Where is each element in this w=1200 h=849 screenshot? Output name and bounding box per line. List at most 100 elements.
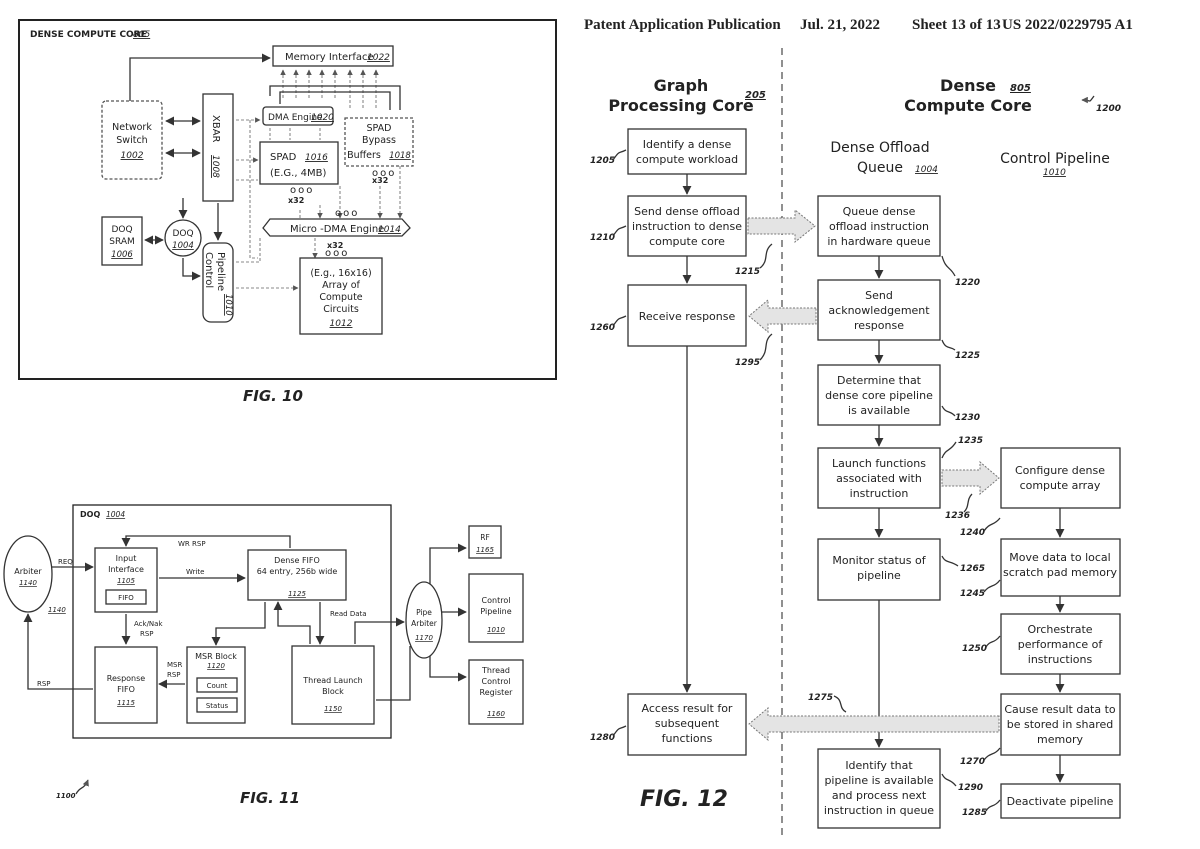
step-1280-line-1: Access result for: [642, 702, 733, 715]
pipe-arbiter-label-1: Pipe: [416, 608, 432, 617]
ref-1260: 1260: [590, 323, 615, 333]
step-1280-line-3: functions: [662, 732, 713, 745]
graph-core-heading-1: Graph: [654, 76, 709, 95]
spad-bypass-box: [344, 117, 414, 167]
xbar-box: [202, 93, 234, 202]
doq-frame-title: DOQ: [80, 510, 100, 519]
fig12-ref-number: 1200: [1096, 104, 1121, 114]
compute-array-label-4: Circuits: [323, 304, 359, 315]
memory-interface-box: [272, 45, 394, 67]
step-1210-line-3: compute core: [649, 235, 725, 248]
step-1250-line-2: performance of: [1018, 638, 1104, 651]
control-pipeline-heading: Control Pipeline: [1000, 151, 1110, 167]
step-1270-line-1: Cause result data to: [1004, 703, 1116, 716]
thread-control-register-label-1: Thread: [481, 666, 510, 675]
compute-array-label-1: (E.g., 16x16): [310, 268, 371, 279]
response-fifo-box: [94, 646, 158, 724]
page-header: Patent Application Publication Jul. 21, …: [584, 17, 1133, 33]
pipeline-control-label-2: Control: [203, 252, 214, 288]
step-1205-box: [627, 128, 747, 175]
doq-sram-label-1: DOQ: [111, 225, 132, 235]
rf-label: RF: [480, 533, 490, 542]
step-1225-line-1: Send: [865, 289, 893, 302]
doq-sram-label-2: SRAM: [109, 237, 135, 247]
step-1245-line-2: scratch pad memory: [1003, 566, 1118, 579]
step-1250-line-1: Orchestrate: [1027, 623, 1092, 636]
step-1270-line-3: memory: [1037, 733, 1083, 746]
dense-core-heading-2: Compute Core: [904, 96, 1032, 115]
step-1235-line-1: Launch functions: [832, 457, 926, 470]
step-1290-line-2: pipeline is available: [824, 774, 933, 787]
offload-transfer-arrow: [747, 208, 816, 244]
doq-circle: [164, 219, 202, 257]
dma-engine-label: DMA Engine: [268, 113, 323, 123]
input-fifo-label: FIFO: [118, 594, 134, 602]
header-publication-label: Patent Application Publication: [584, 17, 781, 33]
ack-nak-label-2: RSP: [140, 630, 154, 638]
spad-bypass-label-2: Bypass: [362, 135, 396, 146]
thread-control-register-ref: 1160: [487, 710, 505, 718]
rf-ref: 1165: [476, 546, 494, 554]
step-1225-box: [817, 279, 941, 341]
msr-status-label: Status: [206, 702, 229, 710]
dense-offload-heading-2: Queue: [857, 160, 903, 176]
pipeline-control-ref: 1010: [223, 294, 233, 316]
arbiter-link-ref: 1140: [48, 606, 66, 614]
dense-offload-ref: 1004: [915, 165, 938, 175]
rf-box: [468, 525, 502, 559]
step-1235-line-2: associated with: [836, 472, 922, 485]
ref-1280: 1280: [590, 733, 615, 743]
memory-interface-ref: 1022: [367, 53, 390, 63]
response-fifo-label-1: Response: [107, 674, 146, 683]
memory-interface-label: Memory Interface: [285, 52, 374, 63]
dense-fifo-label-1: Dense FIFO: [274, 556, 320, 565]
arbiter-ref: 1140: [19, 579, 37, 587]
step-1280-line-2: subsequent: [655, 717, 720, 730]
dma-engine-ref: 1020: [311, 113, 334, 123]
graph-core-ref: 205: [745, 90, 766, 101]
step-1265-box: [817, 538, 941, 601]
launch-config-arrow: [941, 460, 1000, 496]
dense-compute-core-title: DENSE COMPUTE CORE: [30, 30, 147, 40]
step-1225-line-3: response: [854, 319, 904, 332]
wr-rsp-label: WR RSP: [178, 540, 206, 548]
spad-label: SPAD: [270, 152, 297, 163]
figure-10: DENSE COMPUTE CORE 805 Memory Interface …: [18, 19, 557, 405]
array-ports: ooo: [325, 248, 349, 259]
figure-11: DOQ 1004 Arbiter 1140 1140 REQ RSP Input…: [3, 504, 524, 807]
xbar-label: XBAR: [210, 115, 221, 143]
ref-1210: 1210: [590, 233, 615, 243]
figure-12: Graph Processing Core 205 Dense Compute …: [590, 48, 1121, 838]
network-switch-box: [101, 100, 163, 180]
fig11-caption: FIG. 11: [240, 789, 300, 807]
step-1290-box: [817, 748, 941, 829]
fig11-ref-leader: [75, 779, 89, 795]
dense-core-heading-1: Dense: [940, 76, 996, 95]
step-1205-line-2: compute workload: [636, 153, 738, 166]
result-return-arrow: [748, 706, 1000, 742]
control-pipeline-box: [468, 573, 524, 643]
msr-rsp-label-1: MSR: [167, 661, 182, 669]
step-1290-line-1: Identify that: [845, 759, 913, 772]
dense-core-ref: 805: [1010, 83, 1031, 94]
dense-compute-core-frame: [18, 19, 557, 380]
doq-frame-ref: 1004: [106, 510, 125, 519]
step-1230-line-2: dense core pipeline: [825, 389, 933, 402]
step-1270-box: [1000, 693, 1121, 756]
step-1235-line-3: instruction: [850, 487, 909, 500]
step-1265-line-2: pipeline: [857, 569, 901, 582]
thread-launch-box: [291, 645, 375, 725]
micro-dma-ports: ooo: [335, 208, 359, 219]
step-1260-box: [627, 284, 747, 347]
ref-1236: 1236: [945, 511, 970, 521]
step-1240-line-1: Configure dense: [1015, 464, 1105, 477]
step-1285-box: [1000, 783, 1121, 819]
fig10-caption: FIG. 10: [243, 387, 303, 405]
control-pipeline-heading-ref: 1010: [1043, 168, 1066, 178]
dense-compute-core-ref: 805: [133, 30, 150, 40]
step-1230-line-1: Determine that: [837, 374, 922, 387]
step-1265-line-1: Monitor status of: [832, 554, 926, 567]
step-1290-line-4: instruction in queue: [824, 804, 934, 817]
thread-control-register-box: [468, 659, 524, 725]
